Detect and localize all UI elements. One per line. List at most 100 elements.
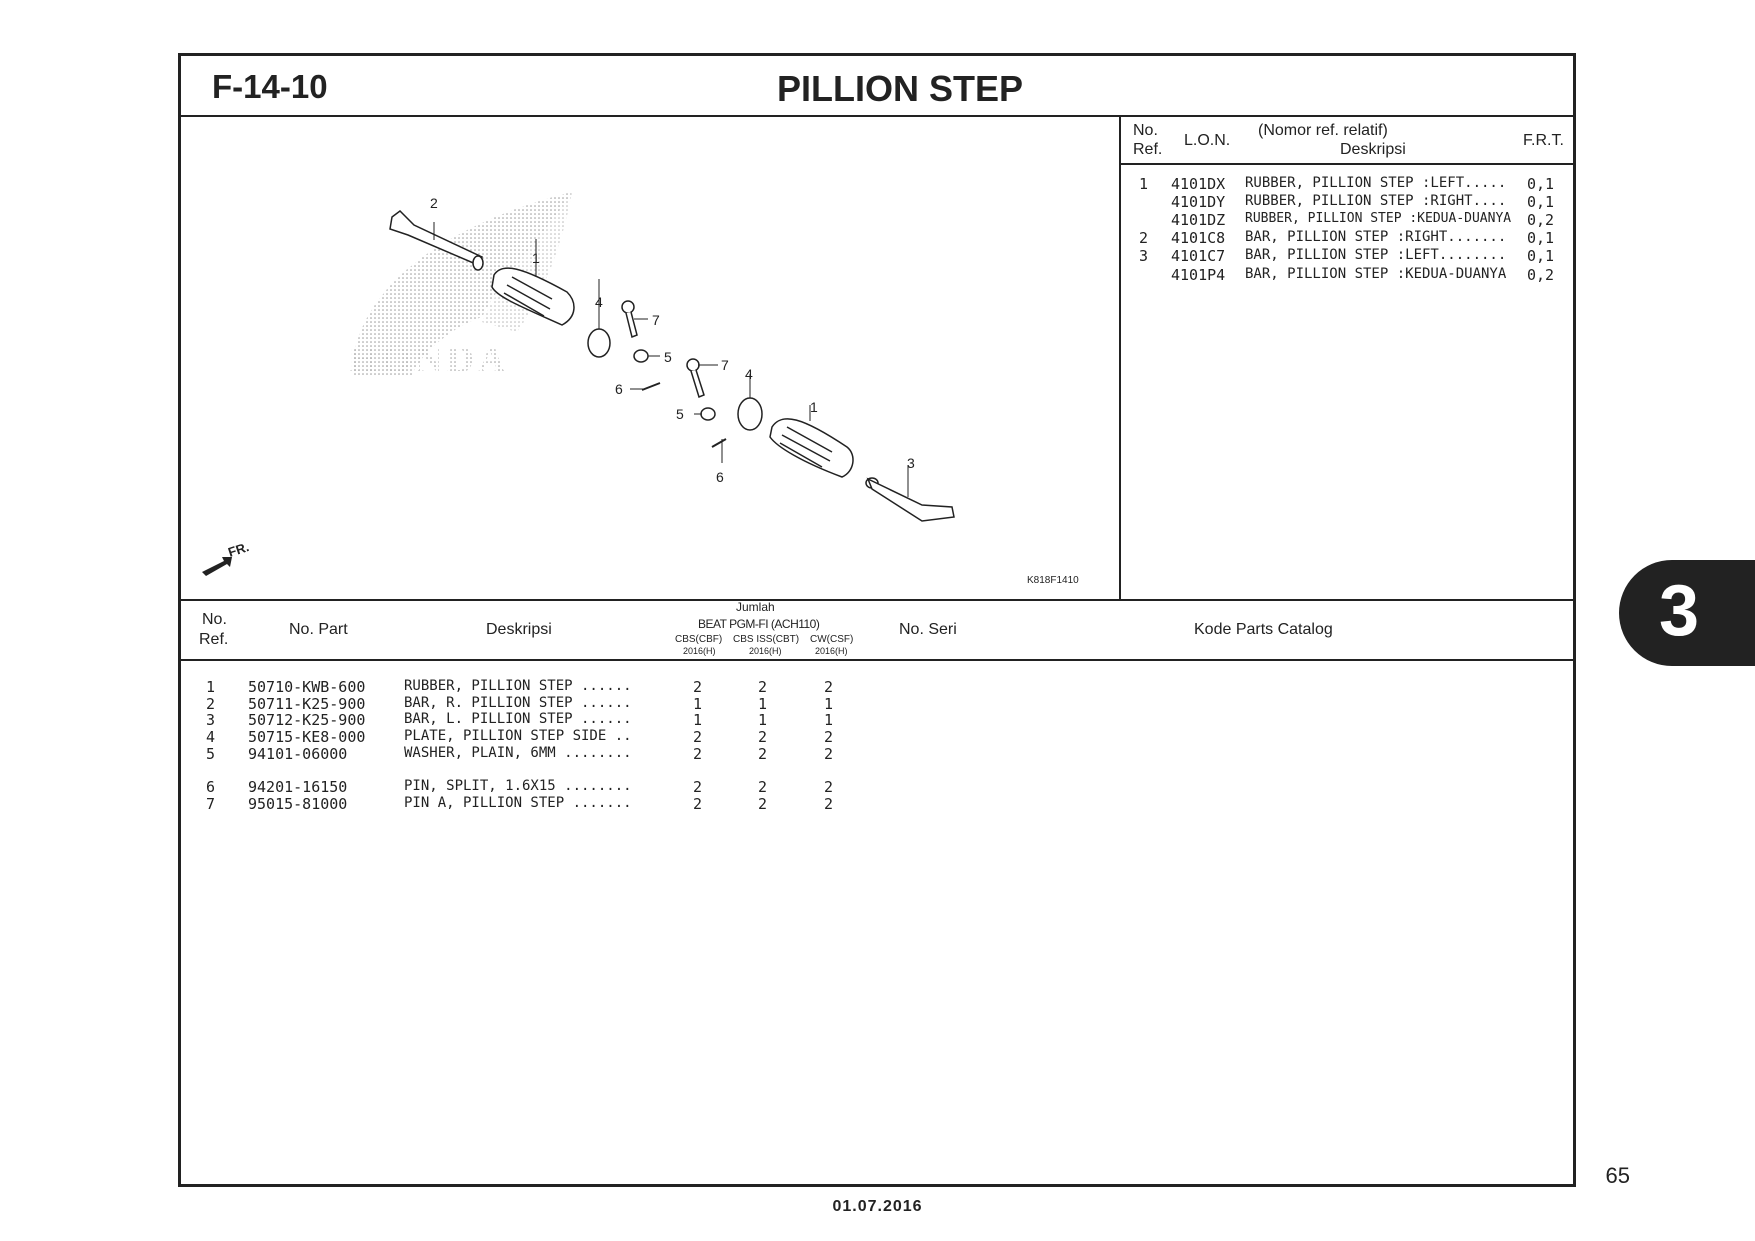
- year-1: 2016(H): [683, 646, 716, 656]
- row-desc: BAR, R. PILLION STEP ......: [404, 695, 632, 711]
- row-qty: 2: [758, 795, 768, 813]
- frt-header-divider: [1121, 163, 1574, 165]
- frt-desc: BAR, PILLION STEP :KEDUA-DUANYA: [1245, 266, 1507, 282]
- page-number: 65: [1605, 1163, 1630, 1188]
- row-part-number: 50710-KWB-600: [248, 678, 366, 696]
- row-qty: 1: [824, 711, 834, 729]
- parts-header-kode: Kode Parts Catalog: [1194, 621, 1333, 638]
- callout-1a: 1: [532, 250, 540, 266]
- callout-4b: 4: [745, 366, 753, 382]
- leader-lines: [433, 222, 909, 497]
- frt-header-no: No.: [1133, 122, 1158, 139]
- row-part-number: 95015-81000: [248, 795, 348, 813]
- section-tab: 3: [1619, 560, 1755, 666]
- parts-header-no: No.: [202, 611, 227, 628]
- frt-lon: 4101DZ: [1171, 211, 1226, 229]
- frt-divider: [1119, 115, 1121, 599]
- parts-header-no-part: No. Part: [289, 621, 348, 638]
- row-qty: 1: [824, 695, 834, 713]
- row-ref: 7: [206, 795, 216, 813]
- row-qty: 2: [824, 728, 834, 746]
- row-qty: 2: [758, 778, 768, 796]
- frt-desc: RUBBER, PILLION STEP :KEDUA-DUANYA: [1245, 211, 1512, 226]
- part-split-pin-6a: [641, 382, 661, 391]
- frt-header-desc-1: (Nomor ref. relatif): [1258, 122, 1388, 139]
- frt-value: 0,1: [1527, 247, 1555, 265]
- section-tab-number: 3: [1659, 571, 1700, 651]
- row-qty: 2: [758, 678, 768, 696]
- frt-lon: 4101C7: [1171, 247, 1226, 265]
- row-desc: RUBBER, PILLION STEP ......: [404, 678, 632, 694]
- parts-header-ref: Ref.: [199, 631, 229, 648]
- parts-header-desc: Deskripsi: [486, 621, 552, 638]
- callout-7b: 7: [721, 357, 729, 373]
- frt-header-lon: L.O.N.: [1184, 132, 1231, 149]
- parts-header-no-seri: No. Seri: [899, 621, 957, 638]
- frt-header-ref: Ref.: [1133, 141, 1163, 158]
- row-part-number: 50712-K25-900: [248, 711, 366, 729]
- row-ref: 6: [206, 778, 216, 796]
- part-washer-5a: [633, 349, 649, 363]
- frt-value: 0,1: [1527, 229, 1555, 247]
- parts-header-jumlah: Jumlah: [736, 600, 775, 614]
- frt-ref: 2: [1139, 229, 1149, 247]
- row-qty: 2: [824, 745, 834, 763]
- row-ref: 5: [206, 745, 216, 763]
- row-desc: PIN, SPLIT, 1.6X15 ........: [404, 778, 632, 794]
- row-qty: 2: [824, 795, 834, 813]
- row-ref: 3: [206, 711, 216, 729]
- part-bar-right: [389, 210, 484, 271]
- callout-5b: 5: [676, 406, 684, 422]
- watermark-text: HONDA: [348, 339, 509, 381]
- part-bar-left: [865, 477, 955, 522]
- row-qty: 2: [824, 678, 834, 696]
- row-qty: 2: [758, 728, 768, 746]
- variant-1: CBS(CBF): [675, 634, 723, 645]
- row-qty: 2: [693, 795, 703, 813]
- row-desc: WASHER, PLAIN, 6MM ........: [404, 745, 632, 761]
- callout-6b: 6: [716, 469, 724, 485]
- row-qty: 1: [758, 695, 768, 713]
- page-title: PILLION STEP: [776, 68, 1024, 109]
- row-ref: 4: [206, 728, 216, 746]
- frt-lon: 4101DX: [1171, 175, 1226, 193]
- section-code: F-14-10: [212, 68, 328, 105]
- part-rubber-top: [491, 267, 575, 326]
- variant-2: CBS ISS(CBT): [733, 634, 800, 645]
- row-part-number: 94101-06000: [248, 745, 348, 763]
- frt-desc: BAR, PILLION STEP :RIGHT.......: [1245, 229, 1507, 245]
- parts-header-top: [180, 599, 1574, 601]
- row-qty: 2: [693, 678, 703, 696]
- frt-desc: BAR, PILLION STEP :LEFT........: [1245, 247, 1507, 263]
- parts-header-model: BEAT PGM-FI (ACH110): [698, 617, 820, 631]
- callout-2: 2: [430, 195, 438, 211]
- page-frame: [178, 53, 1576, 1187]
- row-ref: 2: [206, 695, 216, 713]
- frt-value: 0,2: [1527, 266, 1555, 284]
- part-plate-4b: [737, 397, 763, 431]
- row-qty: 2: [693, 778, 703, 796]
- row-desc: BAR, L. PILLION STEP ......: [404, 711, 632, 727]
- frt-value: 0,1: [1527, 193, 1555, 211]
- frt-desc: RUBBER, PILLION STEP :RIGHT....: [1245, 193, 1507, 209]
- frt-ref: 3: [1139, 247, 1149, 265]
- part-rubber-bottom: [769, 418, 854, 478]
- frt-header-desc-2: Deskripsi: [1340, 141, 1406, 158]
- print-date: 01.07.2016: [832, 1198, 923, 1215]
- row-part-number: 50715-KE8-000: [248, 728, 366, 746]
- callout-6a: 6: [615, 381, 623, 397]
- row-qty: 2: [693, 728, 703, 746]
- frt-value: 0,1: [1527, 175, 1555, 193]
- callout-3: 3: [907, 455, 915, 471]
- frt-lon: 4101P4: [1171, 266, 1226, 284]
- part-pin-7a: [621, 300, 638, 339]
- part-pin-7b: [686, 358, 705, 398]
- year-3: 2016(H): [815, 646, 848, 656]
- frt-value: 0,2: [1527, 211, 1555, 229]
- parts-header-bottom: [180, 659, 1574, 661]
- frt-lon: 4101C8: [1171, 229, 1226, 247]
- part-plate-4a: [587, 328, 611, 358]
- row-qty: 2: [824, 778, 834, 796]
- callout-1b: 1: [810, 399, 818, 415]
- frt-desc: RUBBER, PILLION STEP :LEFT.....: [1245, 175, 1507, 191]
